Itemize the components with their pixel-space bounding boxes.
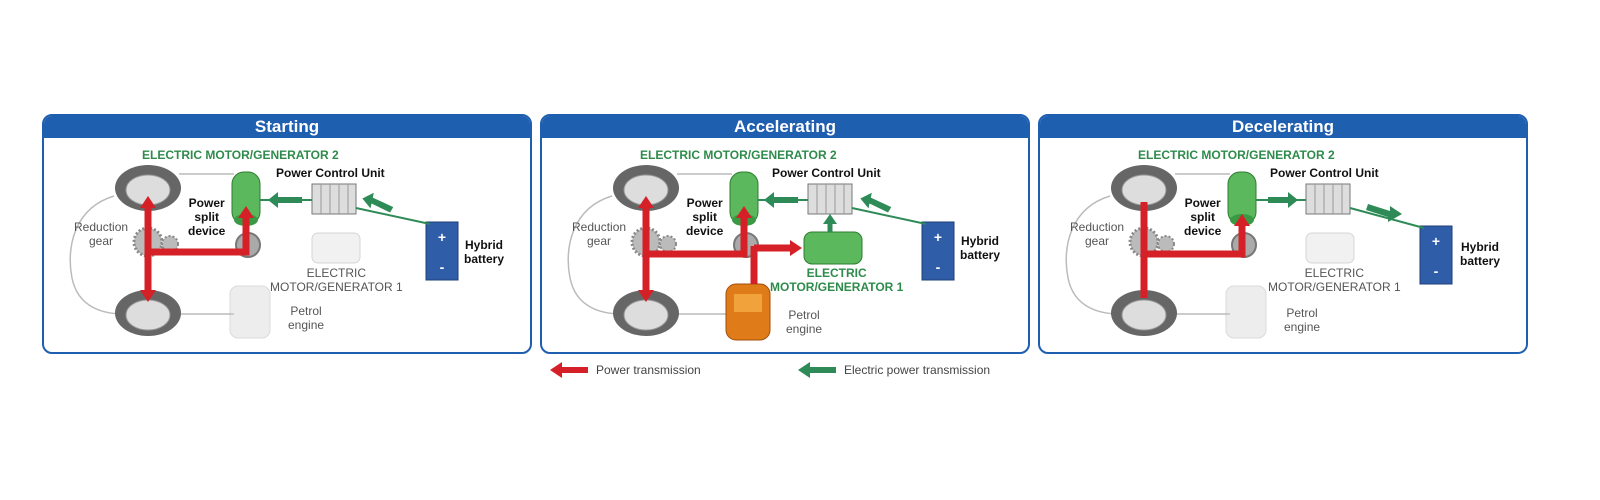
mg1-icon <box>803 231 863 265</box>
engine-label: Petrol engine <box>1284 306 1321 334</box>
rear-wheel-icon <box>1111 290 1177 336</box>
panel-title: Accelerating <box>542 116 1028 138</box>
panel-title: Starting <box>44 116 530 138</box>
battery-icon: +- <box>1419 225 1453 285</box>
power-arrow-head <box>140 290 156 302</box>
svg-text:-: - <box>1434 263 1439 279</box>
green-arrow-icon <box>798 362 836 378</box>
electric-arrow <box>268 192 302 208</box>
electric-arrow <box>1268 192 1298 208</box>
svg-text:-: - <box>440 259 445 275</box>
panel-title: Decelerating <box>1040 116 1526 138</box>
power-control-unit-icon <box>311 183 357 215</box>
mg1-label: ELECTRIC MOTOR/GENERATOR 1 <box>770 266 904 294</box>
pcu-label: Power Control Unit <box>772 166 881 180</box>
svg-text:+: + <box>438 229 446 245</box>
panel-accelerating: Accelerating +- ELECTRIC MOTOR/GE <box>540 114 1030 354</box>
front-wheel-icon <box>1111 165 1177 211</box>
reduction-label: Reduction gear <box>572 220 627 248</box>
electric-arrow <box>764 192 798 208</box>
front-wheel-icon <box>115 165 181 211</box>
drivetrain-diagram: +- <box>567 165 955 341</box>
electric-arrow <box>1366 204 1402 222</box>
mg2-label: ELECTRIC MOTOR/GENERATOR 2 <box>640 148 837 162</box>
power-arrow-head <box>140 196 156 208</box>
reduction-label: Reduction gear <box>1070 220 1125 248</box>
panel-decelerating: Decelerating +- ELECTRIC MOTOR/GENERATOR… <box>1038 114 1528 354</box>
split-label: Power split device <box>686 196 724 238</box>
pcu-label: Power Control Unit <box>276 166 385 180</box>
svg-text:+: + <box>1432 233 1440 249</box>
mg2-label: ELECTRIC MOTOR/GENERATOR 2 <box>1138 148 1335 162</box>
rear-wheel-icon <box>115 290 181 336</box>
power-arrow-head <box>638 196 654 208</box>
mg1-label: ELECTRIC MOTOR/GENERATOR 1 <box>1268 266 1401 294</box>
mg2-label: ELECTRIC MOTOR/GENERATOR 2 <box>142 148 339 162</box>
mg1-icon <box>1305 232 1355 264</box>
legend-power-label: Power transmission <box>596 363 701 377</box>
electric-arrow <box>823 214 837 224</box>
svg-text:-: - <box>936 259 941 275</box>
red-arrow-icon <box>550 362 588 378</box>
drivetrain-diagram: +- <box>1065 165 1453 339</box>
power-arrow <box>150 216 250 256</box>
reduction-label: Reduction gear <box>74 220 129 248</box>
battery-label: Hybrid battery <box>464 238 505 266</box>
power-arrow-head <box>638 290 654 302</box>
mg1-label: ELECTRIC MOTOR/GENERATOR 1 <box>270 266 403 294</box>
legend-electric-label: Electric power transmission <box>844 363 991 377</box>
battery-icon: +- <box>425 221 459 281</box>
svg-text:+: + <box>934 229 942 245</box>
front-wheel-icon <box>613 165 679 211</box>
petrol-engine-icon <box>229 285 271 339</box>
electric-arrow <box>362 192 394 213</box>
power-control-unit-icon <box>1305 183 1351 215</box>
split-label: Power split device <box>188 196 226 238</box>
rear-wheel-icon <box>613 290 679 336</box>
electric-arrow <box>860 192 892 213</box>
petrol-engine-icon <box>725 283 771 341</box>
split-label: Power split device <box>1184 196 1222 238</box>
battery-label: Hybrid battery <box>960 234 1001 262</box>
power-control-unit-icon <box>807 183 853 215</box>
pcu-label: Power Control Unit <box>1270 166 1379 180</box>
power-arrow-head <box>1234 214 1250 226</box>
engine-label: Petrol engine <box>288 304 325 332</box>
panel-starting: Starting +- ELECTRIC MO <box>42 114 532 354</box>
battery-icon: +- <box>921 221 955 281</box>
power-arrow-head <box>790 240 802 256</box>
engine-label: Petrol engine <box>786 308 823 336</box>
chassis-outline <box>69 195 234 315</box>
battery-label: Hybrid battery <box>1460 240 1501 268</box>
power-arrow-head <box>736 206 752 218</box>
mg1-icon <box>311 232 361 264</box>
petrol-engine-icon <box>1225 285 1267 339</box>
drivetrain-diagram: +- <box>69 165 459 339</box>
